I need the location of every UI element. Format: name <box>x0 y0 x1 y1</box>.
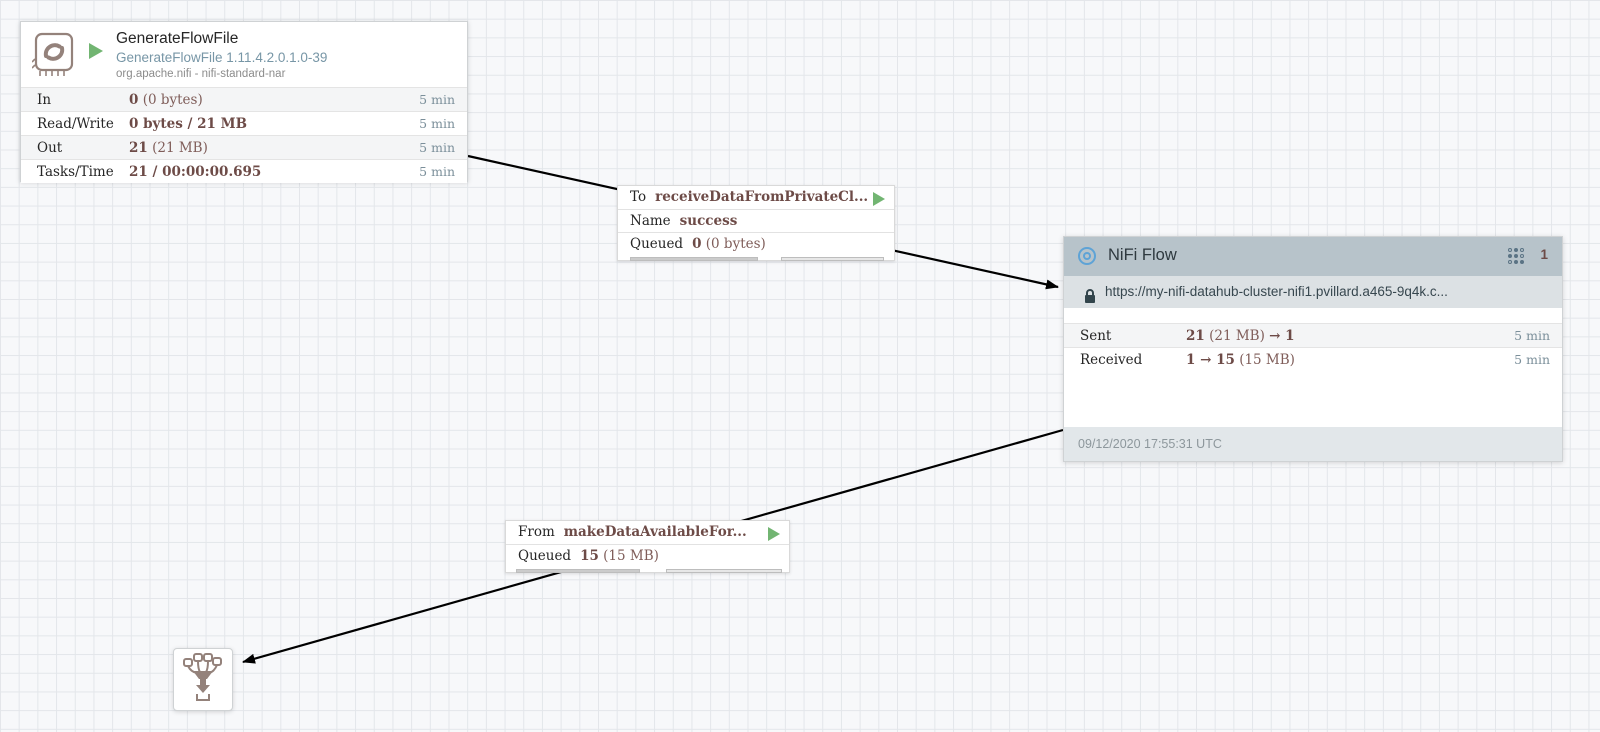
remote-group-url-row: https://my-nifi-datahub-cluster-nifi1.pv… <box>1064 276 1562 308</box>
stat-label: Received <box>1080 348 1142 372</box>
stat-row-readwrite: Read/Write 0 bytes / 21 MB 5 min <box>21 111 467 135</box>
stat-window: 5 min <box>419 136 455 160</box>
stat-value: 0 bytes / 21 MB <box>129 112 247 136</box>
funnel-icon <box>183 653 223 706</box>
processor-bundle: org.apache.nifi - nifi-standard-nar <box>116 68 285 80</box>
remote-group-title: NiFi Flow <box>1108 246 1177 265</box>
last-refreshed-timestamp: 09/12/2020 17:55:31 UTC <box>1064 427 1562 461</box>
processor-name: GenerateFlowFile <box>116 30 238 48</box>
stat-row-out: Out 21 (21 MB) 5 min <box>21 135 467 159</box>
queue-percent-bars <box>618 255 894 264</box>
spacer <box>1064 308 1562 323</box>
connection-label-from-remote[interactable]: From makeDataAvailableFor... Queued 15 (15… <box>505 520 790 573</box>
queue-size-bar <box>781 257 884 261</box>
queue-percent-bars <box>506 567 789 576</box>
stat-window: 5 min <box>1514 324 1550 348</box>
remote-group-bullseye-icon <box>1078 247 1096 265</box>
run-status-play-icon <box>89 43 104 64</box>
processor-generateflowfile[interactable]: GenerateFlowFile GenerateFlowFile 1.11.4… <box>20 21 468 182</box>
stat-label: Out <box>37 136 62 160</box>
queued-count: 15 <box>580 548 599 564</box>
from-label: From <box>518 524 555 540</box>
stat-label: Read/Write <box>37 112 114 136</box>
stat-label: Tasks/Time <box>37 160 114 184</box>
connection-queued-row: Queued0 (0 bytes) <box>618 232 894 255</box>
queue-size-bar <box>666 569 782 573</box>
queued-label: Queued <box>518 548 571 564</box>
stat-label: Sent <box>1080 324 1111 348</box>
stat-value: 21 / 00:00:00.695 <box>129 160 261 184</box>
remote-group-header: NiFi Flow 1 <box>1064 237 1562 276</box>
queued-size: (0 bytes) <box>701 236 765 252</box>
stat-value: 1 → 15 (15 MB) <box>1186 348 1295 372</box>
stat-value: 0 (0 bytes) <box>129 88 203 112</box>
stat-window: 5 min <box>419 112 455 136</box>
connection-name-row: Name success <box>618 209 894 232</box>
source-name: makeDataAvailableFor... <box>564 524 747 540</box>
stat-value: 21 (21 MB) <box>129 136 208 160</box>
connection-to-row: To receiveDataFromPrivateCl... <box>618 186 894 209</box>
stat-label: In <box>37 88 51 112</box>
stat-window: 5 min <box>419 88 455 112</box>
connection-label-success[interactable]: To receiveDataFromPrivateCl... Name succes… <box>617 185 895 261</box>
stat-row-sent: Sent 21 (21 MB) → 1 5 min <box>1064 323 1562 347</box>
connection-from-row: From makeDataAvailableFor... <box>506 521 789 544</box>
processor-header: GenerateFlowFile GenerateFlowFile 1.11.4… <box>21 22 467 87</box>
relationship-name: success <box>680 213 738 229</box>
queued-label: Queued <box>630 236 683 252</box>
stat-window: 5 min <box>1514 348 1550 372</box>
processor-type: GenerateFlowFile 1.11.4.2.0.1.0-39 <box>116 50 327 65</box>
name-label: Name <box>630 213 671 229</box>
destination-name: receiveDataFromPrivateCl... <box>655 189 868 205</box>
processor-chip-icon <box>32 31 76 82</box>
remote-process-group-nifi-flow[interactable]: NiFi Flow 1 https://my-nifi-datahub-clus… <box>1063 236 1563 462</box>
lock-icon <box>1083 284 1097 316</box>
queued-size: (15 MB) <box>599 548 659 564</box>
connection-queued-row: Queued 15 (15 MB) <box>506 544 789 567</box>
to-label: To <box>630 189 646 205</box>
funnel-component[interactable] <box>173 648 233 711</box>
stat-window: 5 min <box>419 160 455 184</box>
queue-count-bar <box>516 569 640 573</box>
remote-group-url: https://my-nifi-datahub-cluster-nifi1.pv… <box>1105 276 1448 308</box>
stat-row-tasks: Tasks/Time 21 / 00:00:00.695 5 min <box>21 159 467 183</box>
remote-ports-grid-icon <box>1508 248 1524 264</box>
queue-count-bar <box>630 257 758 261</box>
stat-value: 21 (21 MB) → 1 <box>1186 324 1295 348</box>
remote-port-count: 1 <box>1540 247 1548 262</box>
stat-row-received: Received 1 → 15 (15 MB) 5 min <box>1064 347 1562 371</box>
stat-row-in: In 0 (0 bytes) 5 min <box>21 87 467 111</box>
